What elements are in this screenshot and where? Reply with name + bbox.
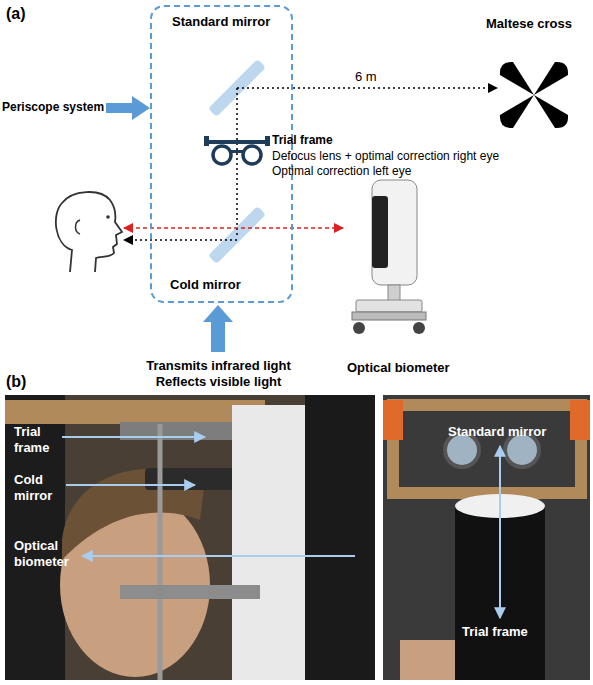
wood-frame bbox=[393, 405, 581, 493]
infrared-beam bbox=[124, 227, 343, 229]
biometer-device bbox=[352, 180, 426, 334]
panel-letter: (a) bbox=[6, 4, 26, 23]
support-rod bbox=[158, 424, 163, 680]
lens-ring bbox=[213, 146, 231, 164]
node-label: Standard mirror bbox=[172, 14, 270, 30]
cross-arm bbox=[534, 95, 568, 128]
wood-beam bbox=[5, 400, 265, 424]
node-label: Cold mirror bbox=[170, 277, 241, 293]
lens-ring bbox=[243, 146, 261, 164]
photo-right bbox=[383, 395, 590, 680]
face-photo bbox=[400, 640, 455, 680]
dimension-label: 6 m bbox=[355, 69, 377, 85]
part-name: Periscope system bbox=[2, 100, 104, 114]
clamp bbox=[570, 400, 590, 440]
photo-left bbox=[5, 395, 375, 680]
device-photo-dark bbox=[305, 395, 375, 680]
device-photo bbox=[232, 405, 312, 680]
panel-letter: (b) bbox=[6, 372, 26, 391]
device-panel bbox=[372, 196, 388, 268]
frame-knob bbox=[204, 136, 209, 146]
clamp bbox=[383, 400, 403, 440]
periscope-box: Standard mirrorCold mirror bbox=[150, 5, 293, 303]
cross-arm bbox=[500, 95, 534, 128]
note: Defocus lens + optimal correction right … bbox=[272, 149, 499, 163]
note: Optimal correction left eye bbox=[272, 164, 411, 178]
node-label: Optical biometer bbox=[347, 360, 450, 376]
photo-label: Standard mirror bbox=[448, 424, 546, 440]
eye bbox=[106, 215, 110, 219]
device-column bbox=[388, 285, 400, 301]
leader-line bbox=[82, 555, 355, 557]
chin-rest bbox=[120, 585, 260, 599]
sight-line-arrow bbox=[293, 87, 497, 89]
frame-knob bbox=[265, 136, 270, 146]
cross-arm bbox=[500, 62, 534, 95]
device-stand bbox=[352, 312, 426, 320]
frame-bridge bbox=[231, 150, 243, 153]
node-label: Maltese cross bbox=[486, 16, 572, 32]
cross-arm bbox=[534, 62, 568, 95]
block-arrow bbox=[203, 305, 233, 352]
note: Transmits infrared light Reflects visibl… bbox=[136, 358, 301, 389]
head-outline bbox=[56, 192, 122, 272]
photo-label: Trial frame bbox=[462, 624, 528, 640]
leader-line bbox=[62, 436, 205, 438]
trial-frame-icon bbox=[204, 136, 270, 164]
leader-line bbox=[499, 446, 501, 618]
photo-background bbox=[383, 395, 590, 680]
frame-bar bbox=[204, 140, 270, 144]
maltese-cross-shape bbox=[500, 62, 568, 128]
beam-line bbox=[237, 87, 293, 89]
photo-label: Optical biometer bbox=[14, 538, 78, 569]
wheel bbox=[413, 322, 425, 334]
wheel bbox=[353, 322, 365, 334]
maltese-cross: Maltese cross bbox=[500, 62, 568, 128]
beam-line bbox=[236, 88, 238, 238]
part-name: Trial frame bbox=[272, 133, 333, 147]
device-body bbox=[372, 180, 417, 285]
head-icon bbox=[56, 192, 122, 272]
leader-line bbox=[66, 484, 195, 486]
block-arrow bbox=[106, 96, 150, 120]
beam-arrow bbox=[124, 239, 237, 241]
photo-background bbox=[5, 395, 375, 680]
ear bbox=[76, 220, 81, 234]
optical-biometer: Optical biometer bbox=[345, 175, 430, 340]
photo-label: Trial frame bbox=[14, 424, 60, 455]
photo-shadow bbox=[5, 395, 65, 680]
photo-label: Cold mirror bbox=[14, 472, 64, 503]
device-base bbox=[356, 300, 422, 312]
